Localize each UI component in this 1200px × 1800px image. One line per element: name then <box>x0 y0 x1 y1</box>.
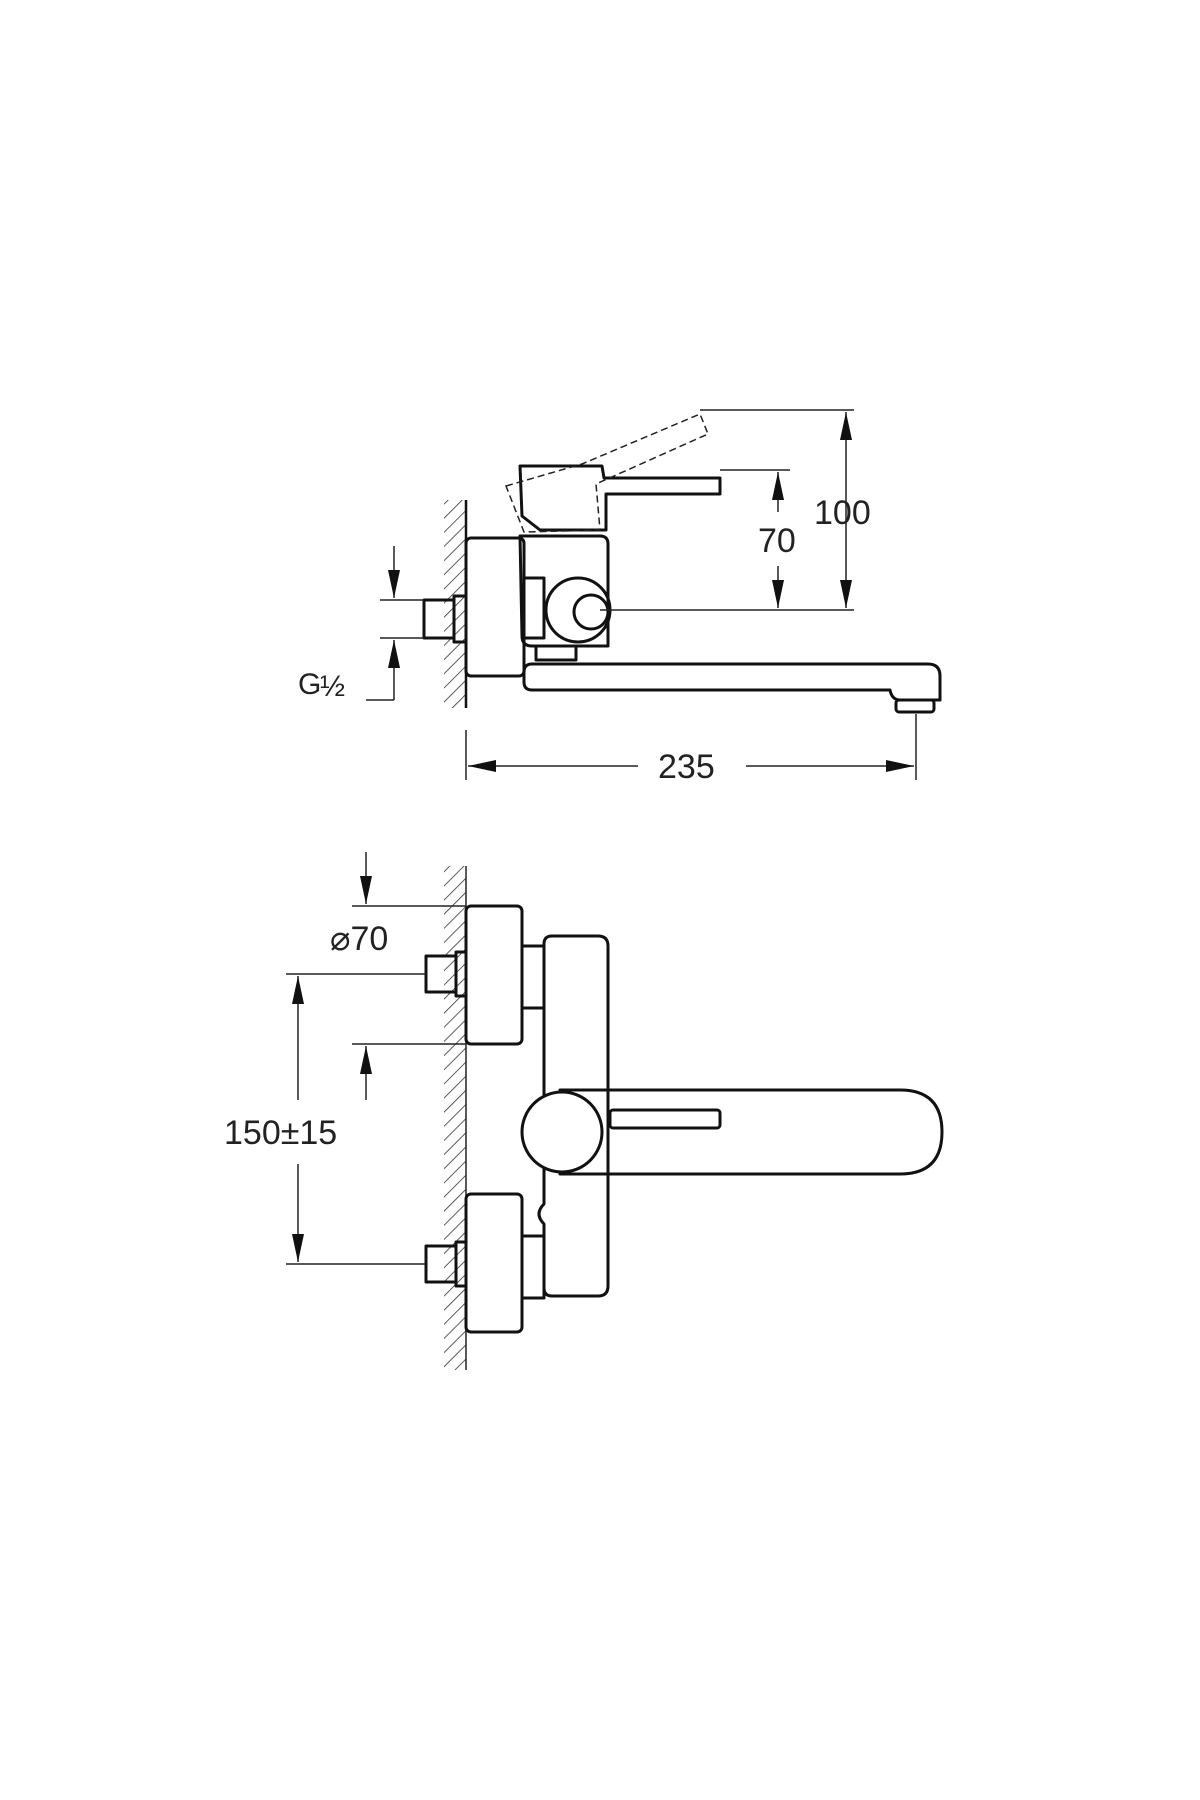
arrow-center-bottom <box>292 1234 304 1262</box>
dim-label-center-distance: 150±15 <box>224 1114 337 1152</box>
lever-side <box>518 464 722 532</box>
arrow-235-right <box>886 760 914 772</box>
arrow-center-top <box>292 976 304 1004</box>
dim-label-diameter: ⌀70 <box>330 920 388 958</box>
arrow-70-bottom <box>772 580 784 608</box>
dim-label-100: 100 <box>814 494 871 532</box>
mixer-body-side <box>518 534 610 648</box>
coupling-side <box>522 576 546 640</box>
knob-front <box>520 1090 604 1174</box>
side-view: 100 70 G ½ 235 <box>298 409 942 786</box>
lower-collar-side <box>534 644 578 662</box>
mixer-body-front <box>537 934 610 1298</box>
dim-label-235: 235 <box>658 748 715 786</box>
rosette-lower <box>464 1192 524 1334</box>
thread-label-fraction: ½ <box>320 670 345 703</box>
wall-rosette-side <box>464 536 526 678</box>
arrow-g-bottom <box>388 640 400 668</box>
arrow-100-bottom <box>840 580 852 608</box>
wall-hatch-front <box>444 866 466 1370</box>
spout-slot-front <box>608 1108 722 1130</box>
front-view: ⌀70 150±15 <box>224 852 944 1370</box>
connector-lower <box>520 1234 546 1300</box>
spout-side <box>522 662 942 702</box>
arrow-dia-top <box>360 876 372 904</box>
knob-inner-side <box>572 593 610 631</box>
connector-upper <box>520 944 546 1010</box>
aerator-side <box>894 698 936 714</box>
arrow-70-top <box>772 472 784 500</box>
arrow-dia-bottom <box>360 1046 372 1074</box>
rosette-upper <box>464 904 524 1046</box>
spout-front <box>558 1088 944 1176</box>
arrow-235-left <box>468 760 496 772</box>
arrow-100-top <box>840 412 852 440</box>
arrow-g-top <box>388 570 400 598</box>
dim-label-70: 70 <box>758 522 796 560</box>
lever-raised-side <box>505 413 709 533</box>
thread-label-g: G <box>298 668 321 701</box>
